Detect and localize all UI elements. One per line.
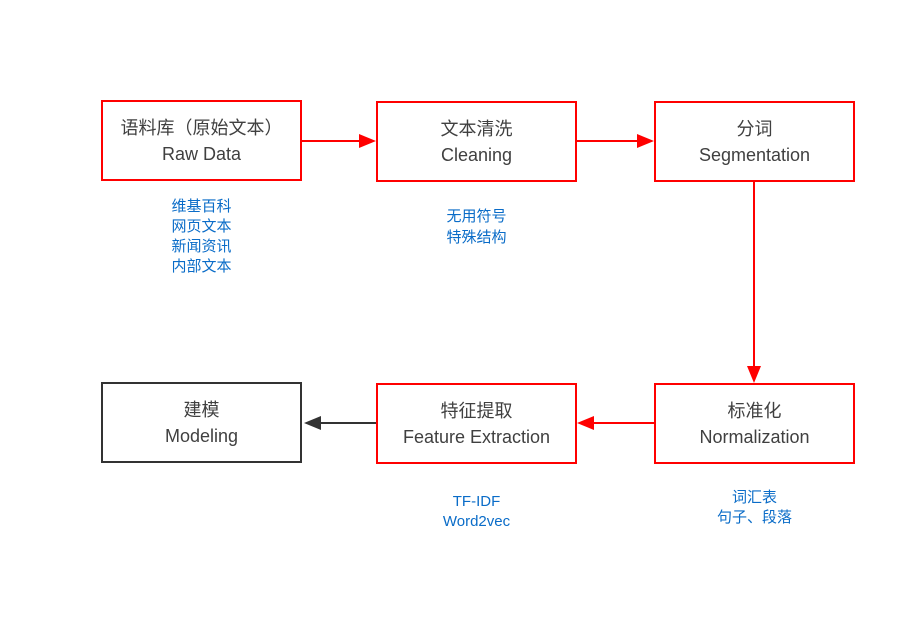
node-modeling-label-zh: 建模 (183, 399, 220, 420)
arrow-cleaning-to-segmentation (577, 134, 654, 148)
annotation-line: 维基百科 (171, 198, 232, 215)
arrow-line (753, 180, 755, 367)
annotation-line: 无用符号 (446, 208, 507, 225)
node-feature-extraction-label-zh: 特征提取 (440, 400, 513, 421)
node-modeling-label-en: Modeling (164, 425, 239, 446)
arrowhead-down (747, 366, 761, 383)
arrowhead-left (304, 416, 321, 430)
arrow-line (577, 140, 638, 142)
node-raw-data-label-en: Raw Data (161, 143, 242, 164)
node-segmentation-label-zh: 分词 (736, 118, 773, 139)
node-normalization: 标准化 Normalization (654, 383, 855, 464)
node-cleaning-label-en: Cleaning (440, 144, 513, 165)
node-segmentation: 分词 Segmentation (654, 101, 855, 182)
arrow-feature-extraction-to-modeling (304, 416, 376, 430)
arrowhead-right (637, 134, 654, 148)
node-segmentation-label-en: Segmentation (698, 144, 811, 165)
annotation-cleaning-items: 无用符号 特殊结构 (376, 206, 577, 248)
annotation-line: 句子、段落 (716, 509, 792, 526)
arrowhead-right (359, 134, 376, 148)
node-feature-extraction: 特征提取 Feature Extraction (376, 383, 577, 464)
annotation-raw-data-sources: 维基百科 网页文本 新闻资讯 内部文本 (101, 197, 302, 277)
arrow-line (593, 422, 654, 424)
annotation-line: Word2vec (442, 513, 511, 530)
node-cleaning: 文本清洗 Cleaning (376, 101, 577, 182)
node-modeling: 建模 Modeling (101, 382, 302, 463)
annotation-line: 网页文本 (171, 218, 232, 235)
annotation-feature-extraction-items: TF-IDF Word2vec (376, 492, 577, 532)
annotation-line: TF-IDF (452, 493, 501, 510)
annotation-line: 新闻资讯 (171, 238, 232, 255)
node-raw-data: 语料库（原始文本） Raw Data (101, 100, 302, 181)
annotation-line: 内部文本 (171, 258, 232, 275)
annotation-line: 特殊结构 (446, 229, 507, 246)
node-normalization-label-zh: 标准化 (727, 400, 782, 421)
node-normalization-label-en: Normalization (699, 426, 810, 447)
arrow-line (320, 422, 376, 424)
node-cleaning-label-zh: 文本清洗 (440, 118, 513, 139)
node-feature-extraction-label-en: Feature Extraction (402, 426, 551, 447)
arrow-segmentation-to-normalization (747, 180, 761, 383)
arrow-raw-data-to-cleaning (302, 134, 376, 148)
annotation-normalization-items: 词汇表 句子、段落 (654, 488, 855, 528)
arrow-normalization-to-feature-extraction (577, 416, 654, 430)
arrowhead-left (577, 416, 594, 430)
annotation-line: 词汇表 (731, 489, 777, 506)
arrow-line (302, 140, 360, 142)
node-raw-data-label-zh: 语料库（原始文本） (120, 117, 283, 138)
